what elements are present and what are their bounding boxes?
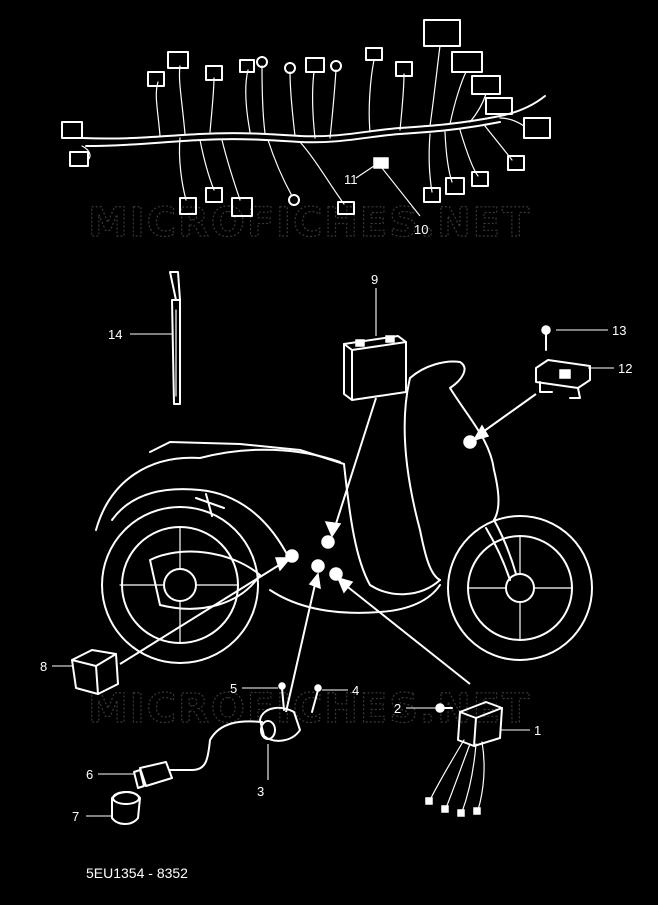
band-strap[interactable] xyxy=(169,271,181,405)
coil-screw-5[interactable] xyxy=(278,682,286,711)
mount-points xyxy=(285,435,477,581)
callout-2: 2 xyxy=(394,701,401,716)
relay[interactable] xyxy=(71,649,119,695)
cdi-unit[interactable] xyxy=(425,701,503,817)
watermark-bottom: MICROFICHES.NET xyxy=(88,686,531,732)
battery[interactable] xyxy=(343,335,407,401)
callout-1: 1 xyxy=(534,723,541,738)
leader-lines xyxy=(52,165,614,817)
callout-9: 9 xyxy=(371,272,378,287)
assembly-arrows xyxy=(119,393,537,713)
callout-11: 11 xyxy=(344,172,358,187)
callout-14: 14 xyxy=(108,327,122,342)
coil-screw-4[interactable] xyxy=(311,684,322,713)
callout-12: 12 xyxy=(618,361,632,376)
plug-cap-cover[interactable] xyxy=(111,791,141,825)
callout-6: 6 xyxy=(86,767,93,782)
callout-7: 7 xyxy=(72,809,79,824)
callout-labels: 11 10 9 14 13 12 8 5 4 2 1 3 6 7 xyxy=(40,172,632,824)
bolt[interactable] xyxy=(541,325,551,351)
callout-13: 13 xyxy=(612,323,626,338)
scooter-outline xyxy=(95,360,593,664)
callout-3: 3 xyxy=(257,784,264,799)
callout-10: 10 xyxy=(414,222,428,237)
wire-harness[interactable] xyxy=(61,19,551,217)
starter-relay[interactable] xyxy=(535,359,591,399)
drawing-code: 5EU1354 - 8352 xyxy=(86,865,188,881)
callout-5: 5 xyxy=(230,681,237,696)
callout-4: 4 xyxy=(352,683,359,698)
callout-8: 8 xyxy=(40,659,47,674)
watermark-top: MICROFICHES.NET xyxy=(88,200,531,246)
spark-plug-cap[interactable] xyxy=(133,761,173,789)
ignition-coil[interactable] xyxy=(169,706,301,771)
